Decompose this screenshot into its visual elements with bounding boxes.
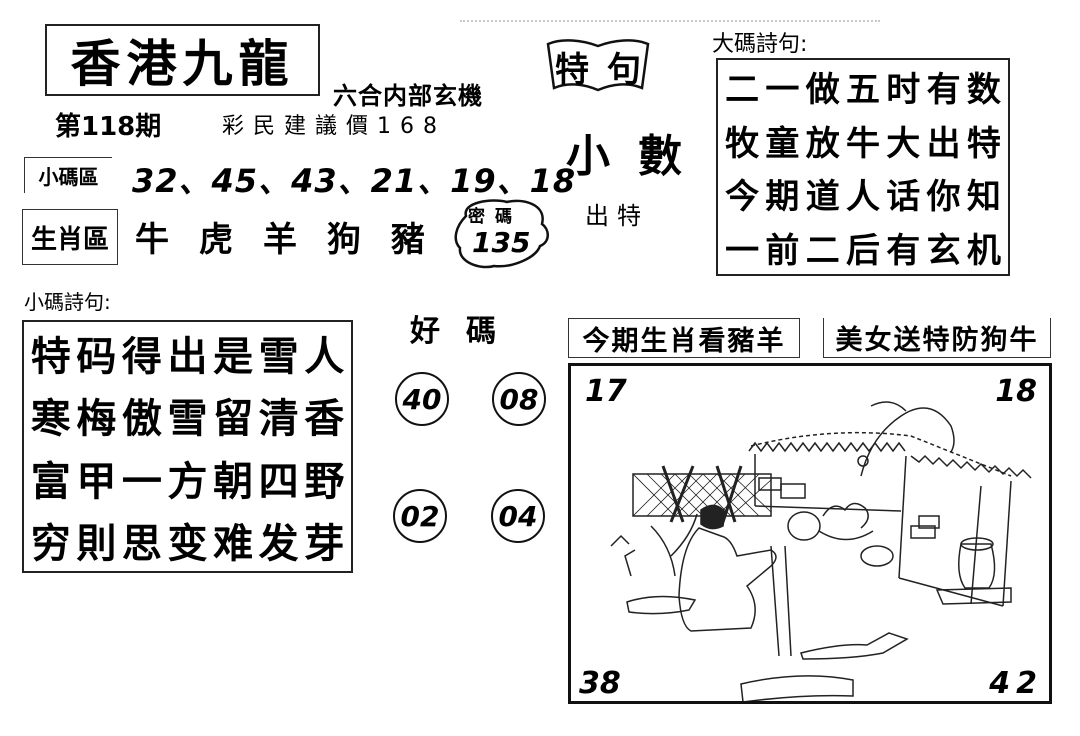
zodiac-item: 虎	[199, 220, 233, 260]
poem-char: 則	[76, 519, 117, 567]
poem-char: 童	[765, 123, 800, 164]
poem-char: 牧	[725, 123, 760, 164]
small-zone-label: 小碼區	[24, 157, 112, 193]
suggested-price: 彩民建議價168	[222, 114, 446, 139]
illustration-frame: 17 18 38 42	[568, 363, 1052, 704]
good-number-circle: 40	[395, 372, 449, 426]
poem-char: 寒	[30, 395, 71, 443]
poem-char: 野	[304, 457, 345, 505]
poem-char: 码	[76, 333, 117, 381]
poem-char: 甲	[76, 457, 117, 505]
good-number-circle: 02	[393, 489, 447, 543]
poem-char: 玄	[926, 230, 961, 271]
poem-char: 时	[886, 70, 921, 111]
poem-char: 人	[304, 333, 345, 381]
corner-number-bottom-left: 38	[579, 666, 621, 701]
poem-char: 有	[926, 70, 961, 111]
poem-char: 雪	[258, 333, 299, 381]
special-phrase-text: 小數	[566, 131, 710, 182]
zodiac-list: 牛 虎 羊 狗 豬	[135, 212, 425, 261]
poem-char: 出	[167, 333, 208, 381]
special-phrase-banner: 特 句	[542, 36, 654, 96]
poem-char: 牛	[845, 123, 880, 164]
special-phrase-sub: 出特	[585, 202, 649, 230]
poem-char: 五	[845, 70, 880, 111]
poem-char: 穷	[30, 519, 71, 567]
open-book-icon	[546, 39, 650, 92]
poem-char: 二	[805, 230, 840, 271]
poem-char: 知	[966, 177, 1001, 218]
poem-char: 今	[725, 177, 760, 218]
poem-char: 发	[258, 519, 299, 567]
poem-char: 思	[121, 519, 162, 567]
secret-code-cloud: 密碼 135	[452, 196, 552, 272]
poem-char: 机	[966, 230, 1001, 271]
zodiac-item: 牛	[135, 220, 169, 260]
poem-char: 一	[121, 457, 162, 505]
poem-char: 四	[258, 457, 299, 505]
guard-tip: 美女送特防狗牛	[823, 318, 1051, 358]
poem-char: 变	[167, 519, 208, 567]
poem-char: 傲	[121, 395, 162, 443]
secret-code-label: 密碼	[468, 207, 522, 227]
poem-char: 是	[213, 333, 254, 381]
zodiac-tip: 今期生肖看豬羊	[568, 318, 800, 358]
zodiac-item: 羊	[263, 220, 297, 260]
poem-char: 特	[30, 333, 71, 381]
small-zone-numbers: 32、45、43、21、19、18	[132, 162, 577, 200]
poem-char: 前	[765, 230, 800, 271]
poem-char: 话	[886, 177, 921, 218]
poem-char: 做	[805, 70, 840, 111]
banner-char: 句	[607, 49, 641, 90]
poem-char: 大	[886, 123, 921, 164]
poem-char: 富	[30, 457, 71, 505]
good-numbers-title: 好碼	[410, 314, 522, 349]
scan-artifact	[460, 20, 880, 24]
small-poem-title: 小碼詩句:	[24, 290, 111, 314]
poem-char: 出	[926, 123, 961, 164]
poem-char: 一	[765, 70, 800, 111]
poem-char: 雪	[167, 395, 208, 443]
corner-number-top-right: 18	[995, 374, 1037, 409]
zodiac-zone-label: 生肖區	[22, 209, 118, 265]
good-number-circle: 04	[491, 489, 545, 543]
banner-char: 特	[555, 49, 589, 90]
big-poem-title: 大碼詩句:	[712, 32, 808, 57]
poem-char: 难	[213, 519, 254, 567]
poem-char: 期	[765, 177, 800, 218]
poem-char: 数	[966, 70, 1001, 111]
zodiac-item: 豬	[391, 220, 425, 260]
poem-char: 香	[304, 395, 345, 443]
poem-char: 放	[805, 123, 840, 164]
subtitle: 六合内部玄機	[333, 82, 483, 110]
poem-char: 留	[213, 395, 254, 443]
poem-char: 得	[121, 333, 162, 381]
good-number-circle: 08	[492, 372, 546, 426]
corner-number-top-left: 17	[585, 374, 627, 409]
poem-char: 你	[926, 177, 961, 218]
poem-char: 有	[886, 230, 921, 271]
big-poem-box: 二 一 做 五 时 有 数 牧 童 放 牛 大 出 特 今 期 道 人 话 你 …	[716, 58, 1010, 276]
page-title: 香港九龍	[45, 24, 320, 96]
issue-number: 第118期	[55, 112, 162, 142]
corner-number-bottom-right: 42	[989, 666, 1043, 701]
small-poem-box: 特 码 得 出 是 雪 人 寒 梅 傲 雪 留 清 香 富 甲 一 方 朝 四 …	[22, 320, 353, 573]
secret-code-value: 135	[472, 226, 531, 259]
poem-char: 朝	[213, 457, 254, 505]
poem-char: 后	[845, 230, 880, 271]
poem-char: 人	[845, 177, 880, 218]
poem-char: 梅	[76, 395, 117, 443]
poem-char: 方	[167, 457, 208, 505]
cloud-shape-icon	[454, 199, 549, 269]
poem-char: 道	[805, 177, 840, 218]
zodiac-item: 狗	[327, 220, 361, 260]
poem-char: 二	[725, 70, 760, 111]
farmyard-illustration-icon	[610, 401, 1032, 701]
poem-char: 一	[725, 230, 760, 271]
poem-char: 清	[258, 395, 299, 443]
poem-char: 芽	[304, 519, 345, 567]
poem-char: 特	[966, 123, 1001, 164]
